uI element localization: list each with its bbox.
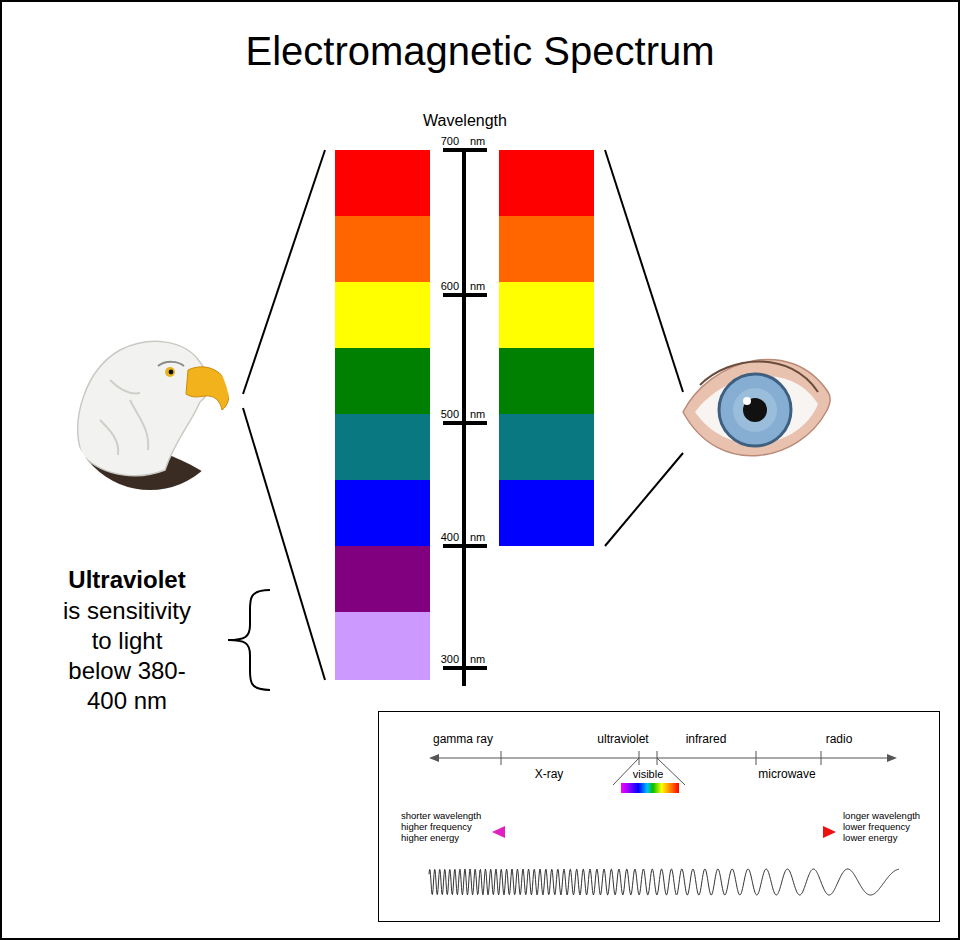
tick-value: 700 xyxy=(441,135,459,148)
band-name: radio xyxy=(826,732,853,746)
note-heading: Ultraviolet xyxy=(68,566,185,595)
note-text: is sensitivity to light below 380-400 nm xyxy=(59,596,195,716)
band-name: microwave xyxy=(758,767,815,781)
tick-unit: nm xyxy=(470,408,485,421)
scale-note: shorter wavelength higher frequency high… xyxy=(401,810,495,843)
wave-drawing xyxy=(429,869,899,895)
band-name: gamma ray xyxy=(433,732,493,746)
tick-unit: nm xyxy=(470,135,485,148)
eagle-picture xyxy=(70,330,230,490)
tick-value: 500 xyxy=(441,408,459,421)
curly-bracket xyxy=(228,590,270,690)
band-name: visible xyxy=(633,768,664,781)
band-name: ultraviolet xyxy=(597,732,648,746)
band-name: X-ray xyxy=(535,767,564,781)
band-name: infrared xyxy=(686,732,727,746)
tick-value: 300 xyxy=(441,653,459,666)
human-eye-picture xyxy=(683,359,830,455)
tick-unit: nm xyxy=(470,653,485,666)
right-bands xyxy=(499,150,594,546)
tick-unit: nm xyxy=(470,280,485,293)
visible-rainbow xyxy=(621,783,679,793)
tick-unit: nm xyxy=(470,531,485,544)
zoom-lines xyxy=(243,150,683,680)
left-bands xyxy=(335,150,430,680)
tick-value: 400 xyxy=(441,531,459,544)
scale-note: longer wavelength lower frequency lower … xyxy=(843,810,935,843)
axis-title: Wavelength xyxy=(423,111,507,130)
tick-value: 600 xyxy=(441,280,459,293)
gradient-arrow xyxy=(492,826,836,838)
spectrum-inset: gamma ray ultraviolet infrared radioX-ray vi… xyxy=(378,711,940,922)
diagram-title: Electromagnetic Spectrum xyxy=(245,27,714,75)
scale-axis xyxy=(429,751,897,785)
